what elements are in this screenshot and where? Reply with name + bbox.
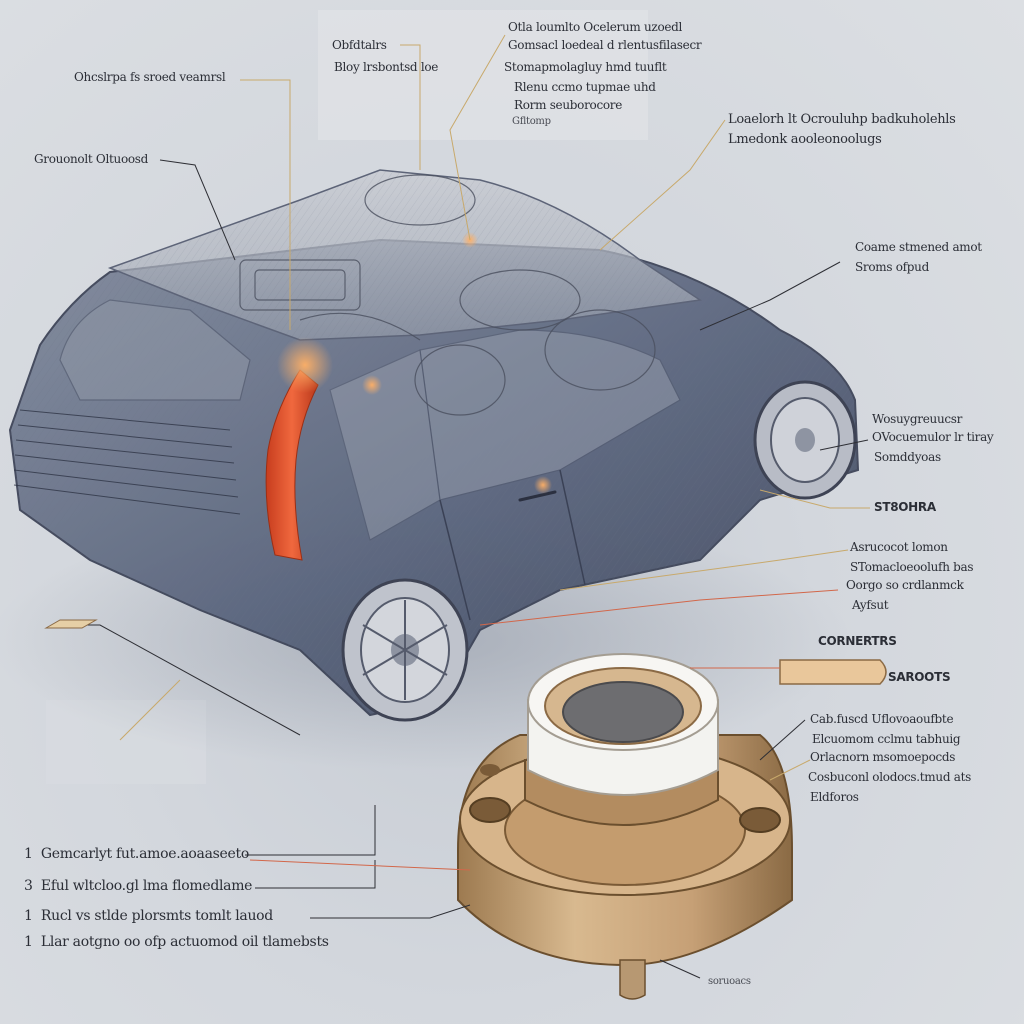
callout-label-upper-left: Ohcslrpa fs sroed veamrsl: [74, 70, 226, 84]
callout-label-wheel: Wosuygreuucsr: [872, 412, 963, 426]
sensor-probe: [779, 659, 887, 685]
callout-label-bearing: Cosbuconl olodocs.tmud ats: [808, 770, 971, 784]
callout-label-bottom: soruoacs: [708, 976, 751, 987]
leader-line: [699, 261, 841, 331]
door-handle: [518, 490, 557, 502]
leader-line: [240, 79, 291, 330]
callout-label-mid-left: Grouonolt Oltuoosd: [34, 152, 149, 166]
callout-label-right-upper: Lmedonk aooleonoolugs: [728, 132, 882, 147]
callout-label-right-lower: Ayfsut: [852, 598, 889, 612]
list-item-number: 1: [24, 934, 33, 950]
leader-line: [119, 679, 181, 741]
bearing-bore: [562, 681, 684, 743]
leader-line: [310, 904, 471, 919]
highlight-glow: [277, 337, 333, 393]
leader-line: [659, 959, 701, 979]
wheel-bearing-assembly: [457, 653, 887, 1000]
list-item-text: Gemcarlyt fut.amoe.aoaaseeto: [40, 846, 249, 862]
list-item-number: 3: [24, 878, 33, 894]
callout-label-wheel: Somddyoas: [874, 450, 941, 464]
front-wheel: [753, 380, 857, 500]
leader-lines: [60, 34, 870, 979]
callout-label-top-left: Obfdtalrs: [332, 38, 387, 52]
leader-line: [599, 119, 726, 251]
car-cutaway: [8, 169, 860, 722]
list-item-number: 1: [24, 846, 33, 862]
leader-line: [479, 589, 839, 626]
engine-components: [239, 174, 656, 416]
callout-label-top: Rlenu ccmo tupmae uhd: [514, 80, 656, 94]
leader-line: [249, 859, 471, 871]
callout-label-right-upper: Loaelorh lt Ocrouluhp badkuholehls: [728, 112, 956, 127]
leader-line: [759, 719, 806, 761]
callout-label-top: Otla loumlto Ocelerum uzoedl: [508, 20, 683, 34]
leader-line: [255, 860, 376, 889]
list-item-text: Llar aotgno oo ofp actuomod oil tlamebst…: [40, 934, 329, 950]
leader-line: [769, 759, 811, 781]
door-line: [439, 499, 471, 621]
list-item-text: Rucl vs stlde plorsmts tomlt lauod: [40, 908, 273, 924]
callout-label-code: ST8OHRA: [874, 500, 936, 514]
callout-label-bearing: Orlacnorn msomoepocds: [810, 750, 956, 764]
bearing-stud: [619, 959, 646, 1000]
list-item: 1 Gemcarlyt fut.amoe.aoaaseeto: [24, 846, 249, 862]
edge-marker: [44, 619, 98, 629]
callout-label-top: Stomapmolagluy hmd tuuflt: [504, 60, 667, 74]
callout-label-wheel: OVocuemulor lr tiray: [872, 430, 994, 444]
callout-label-connectors: CORNERTRS: [818, 634, 897, 648]
rear-wheel: [341, 578, 469, 722]
callout-label-right-lower: STomacloeoolufh bas: [850, 560, 974, 574]
rear-side-window: [59, 299, 251, 401]
callout-label-right-mid: Coame stmened amot: [855, 240, 982, 254]
car-roof-hatch: [110, 170, 700, 340]
callout-label-right-lower: Oorgo so crdlanmck: [846, 578, 964, 592]
background-panel: [318, 10, 648, 140]
leader-line: [449, 34, 506, 241]
callout-label-sensor: SAROOTS: [888, 670, 951, 684]
callout-label-top: Gomsacl loedeal d rlentusfilasecr: [508, 38, 702, 52]
leader-line: [759, 489, 870, 509]
callout-label-top-left: Bloy lrsbontsd loe: [334, 60, 439, 74]
callout-label-right-lower: Asrucocot lomon: [850, 540, 948, 554]
bolt-hole: [739, 807, 781, 833]
leader-line: [159, 159, 236, 261]
highlight-glow: [534, 476, 552, 494]
callout-label-right-mid: Sroms ofpud: [855, 260, 929, 274]
leader-line: [245, 805, 376, 856]
callout-label-bearing: Elcuomom cclmu tabhuig: [812, 732, 961, 746]
bolt-hole: [480, 764, 500, 776]
callout-label-top: Gfltomp: [512, 116, 551, 127]
list-item-number: 1: [24, 908, 33, 924]
list-item: 1 Llar aotgno oo ofp actuomod oil tlameb…: [24, 934, 329, 950]
bolt-hole: [469, 797, 511, 823]
coolant-hose: [265, 369, 319, 561]
leader-line: [819, 439, 869, 451]
callout-label-top: Rorm seuborocore: [514, 98, 623, 112]
callout-label-bearing: Eldforos: [810, 790, 859, 804]
door-line: [559, 469, 586, 586]
list-item-text: Eful wltcloo.gl lma flomedlame: [40, 878, 253, 894]
leader-line: [400, 44, 421, 170]
front-side-window: [419, 329, 681, 501]
leader-line: [559, 549, 849, 591]
list-item: 3 Eful wltcloo.gl lma flomedlame: [24, 878, 252, 894]
highlight-glow: [362, 375, 382, 395]
rear-grille: [13, 409, 241, 515]
list-item: 1 Rucl vs stlde plorsmts tomlt lauod: [24, 908, 273, 924]
callout-label-bearing: Cab.fuscd Uflovoaoufbte: [810, 712, 954, 726]
